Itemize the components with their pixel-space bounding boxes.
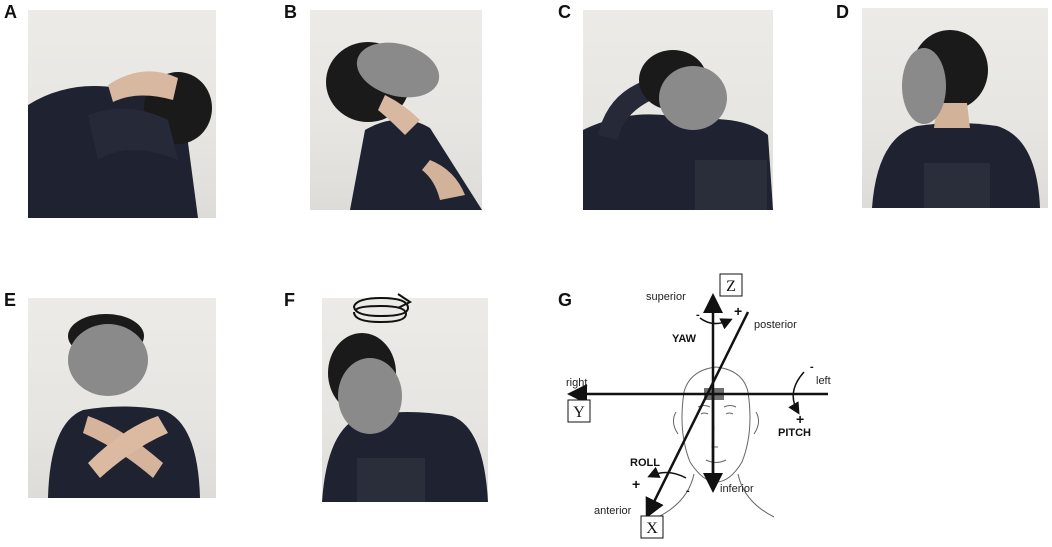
y-axis-box: [567, 399, 591, 423]
panel-label-a: A: [4, 2, 17, 22]
panel-label-d: D: [836, 2, 849, 22]
pitch-minus-sign: -: [810, 361, 814, 373]
yaw-label: YAW: [672, 333, 697, 345]
roll-minus-sign: -: [686, 485, 690, 497]
y-axis-label: Y: [573, 404, 585, 421]
rotation-arrow-icon: [348, 292, 414, 328]
photo-b-illustration: [326, 42, 482, 210]
yaw-plus-sign: +: [734, 303, 742, 319]
inferior-label: inferior: [720, 483, 754, 495]
superior-label: superior: [646, 291, 686, 303]
panel-label-c: C: [558, 2, 571, 22]
photo-f-illustration: [322, 333, 488, 502]
photo-c-lateral-flexion: [583, 10, 773, 210]
x-axis-line: [645, 311, 750, 519]
panel-label-e: E: [4, 290, 17, 310]
anterior-label: anterior: [594, 505, 632, 517]
pitch-label: PITCH: [778, 427, 811, 439]
photo-d-illustration: [872, 30, 1040, 208]
posterior-label: posterior: [754, 319, 797, 331]
yaw-arrow: [699, 317, 733, 330]
yaw-minus-sign: -: [696, 309, 700, 321]
roll-label: ROLL: [630, 457, 660, 469]
z-axis-box: [719, 273, 743, 297]
photo-e-illustration: [48, 314, 200, 498]
pitch-plus-sign: +: [796, 411, 804, 427]
photo-f-circumduction: [322, 298, 488, 502]
left-label: left: [816, 375, 831, 387]
photo-a-illustration: [28, 71, 212, 218]
photo-c-illustration: [583, 50, 773, 210]
x-axis-label: X: [646, 520, 658, 537]
photo-a-neck-flexion: [28, 10, 216, 218]
axis-diagram: Z Y X - + YAW - + PITCH - + ROLL superio…: [558, 262, 858, 542]
right-label: right: [566, 377, 587, 389]
x-axis-box: [640, 515, 664, 539]
panel-label-b: B: [284, 2, 297, 22]
photo-d-rotation: [862, 8, 1048, 208]
photo-b-neck-extension: [310, 10, 482, 210]
roll-plus-sign: +: [632, 476, 640, 492]
pitch-arrow: [788, 371, 805, 415]
z-axis-label: Z: [726, 278, 736, 295]
axis-diagram-svg: Z Y X - + YAW - + PITCH - + ROLL superio…: [566, 273, 831, 539]
panel-label-f: F: [284, 290, 295, 310]
panel-label-g: G: [558, 290, 573, 310]
photo-e-flexion-arms-crossed: [28, 298, 216, 498]
roll-arrow: [647, 466, 687, 479]
